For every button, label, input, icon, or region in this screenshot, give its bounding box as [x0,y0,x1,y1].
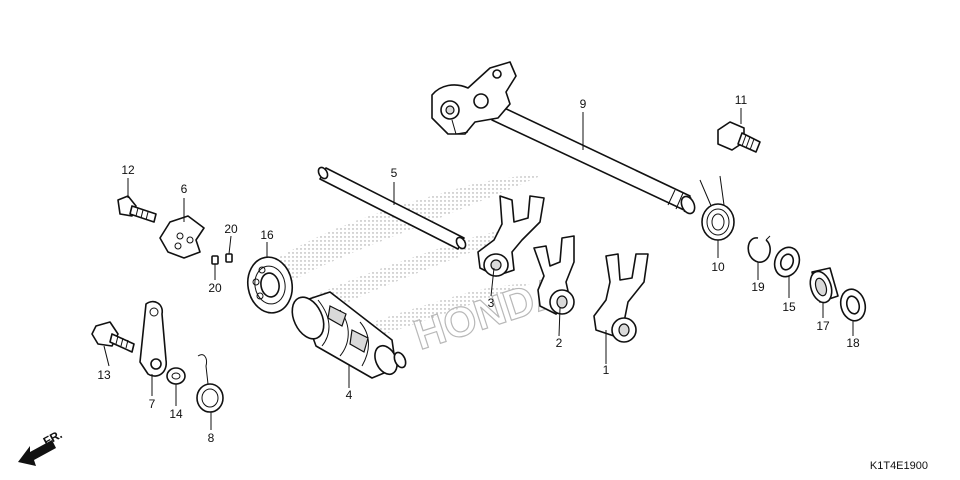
drum-center-plate [159,215,205,259]
label-part-17: 17 [816,319,830,333]
shift-drum [291,291,407,379]
leader-lines [103,108,854,430]
collar-washer [166,367,186,385]
label-part-4: 4 [346,388,353,402]
label-part-19: 19 [751,280,765,294]
label-part-9: 9 [580,97,587,111]
shift-fork-2 [533,235,575,315]
arrow-icon [18,440,56,466]
label-part-6: 6 [181,182,188,196]
shift-fork-1 [593,253,649,343]
label-part-20-upper: 20 [224,222,238,236]
label-part-11: 11 [735,93,748,107]
diagram-code: K1T4E1900 [870,460,928,472]
shift-fork-shaft [317,166,467,250]
oil-seal [839,288,867,322]
label-part-14: 14 [169,407,183,421]
stopper-arm [139,300,168,377]
label-part-15: 15 [782,300,796,314]
label-part-10: 10 [711,260,725,274]
label-part-16: 16 [260,228,274,242]
washer [773,246,801,278]
label-part-13: 13 [97,368,111,382]
return-spring [699,175,735,241]
label-part-1: 1 [603,363,610,377]
circlip [747,235,771,263]
label-part-7: 7 [149,397,156,411]
label-part-5: 5 [391,166,398,180]
dowel-pins [211,253,233,265]
ball-bearing [246,256,294,314]
needle-bearing [809,267,839,304]
front-direction-arrow: FR. [18,427,64,466]
label-part-2: 2 [556,336,563,350]
label-part-20-lower: 20 [208,281,222,295]
return-spring-pin [717,121,761,153]
label-part-18: 18 [846,336,860,350]
label-part-3: 3 [488,296,495,310]
part-labels: 1 2 3 4 5 6 7 8 9 10 11 12 13 14 15 16 1… [97,93,860,445]
label-part-12: 12 [121,163,135,177]
bolt-12 [117,195,157,223]
shift-fork-3 [477,195,545,277]
gearshift-spindle [431,61,696,215]
stopper-arm-spring [196,354,224,413]
label-part-8: 8 [208,431,215,445]
bolt-13 [91,321,135,353]
